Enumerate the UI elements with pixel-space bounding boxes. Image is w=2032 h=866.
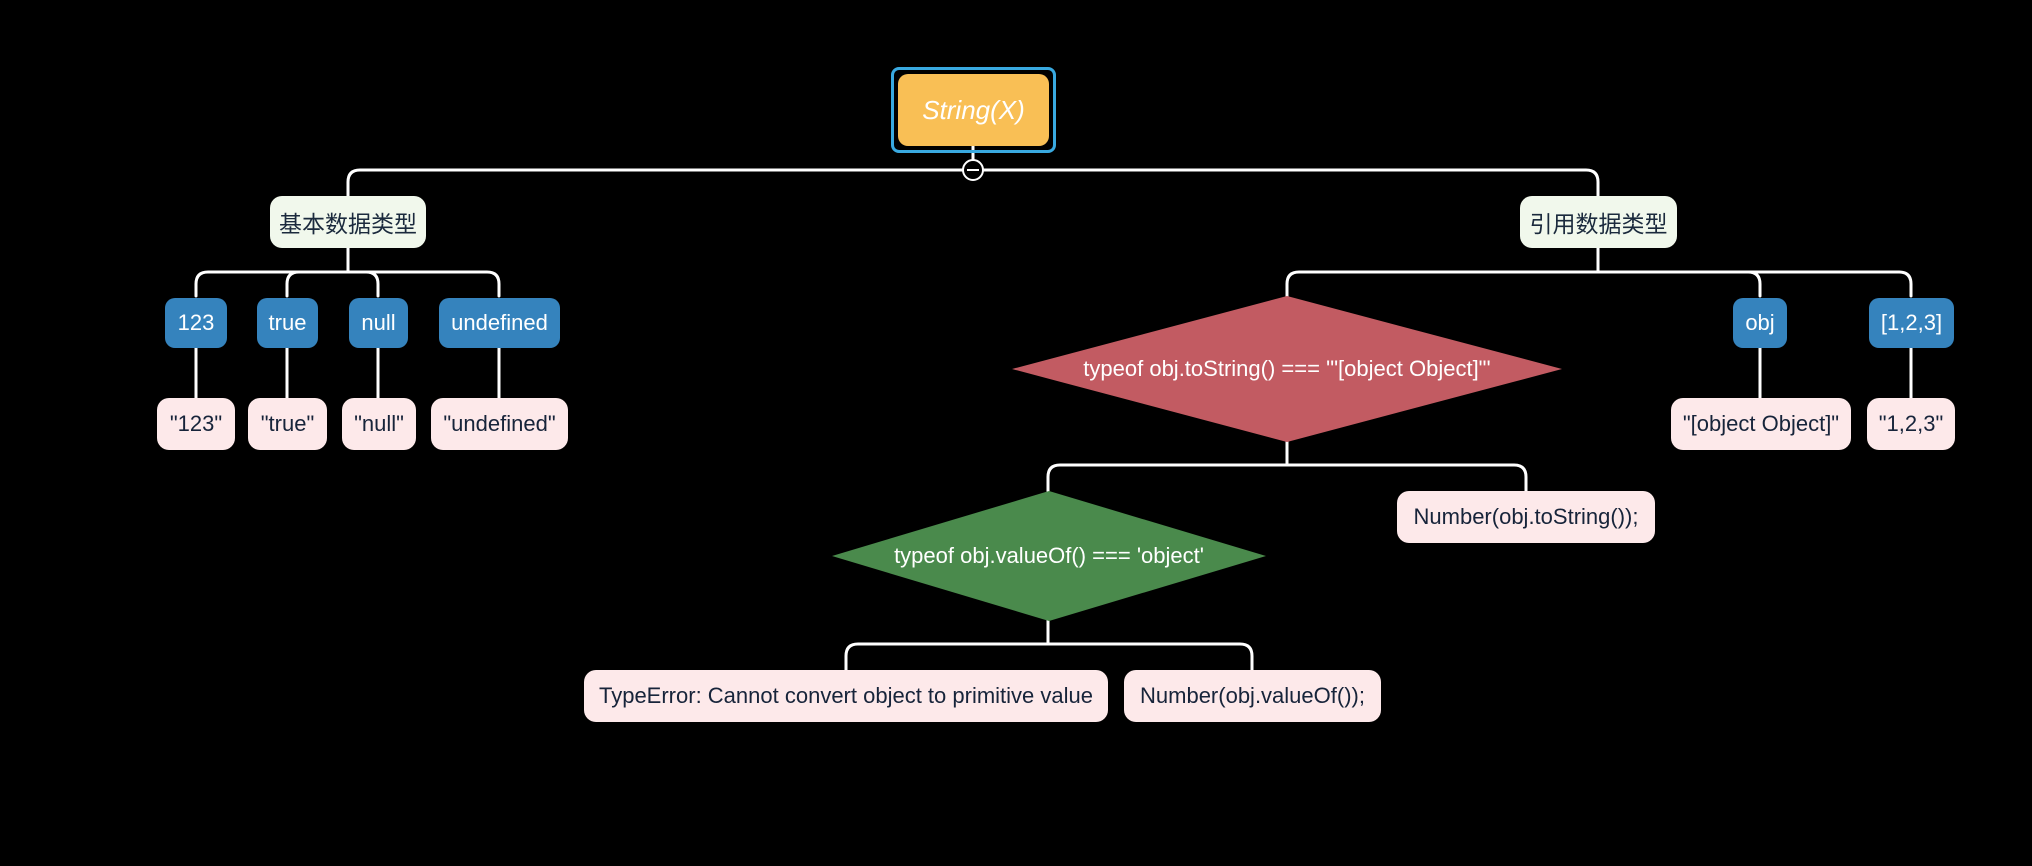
result-node-object-object[interactable]: "[object Object]" bbox=[1671, 398, 1851, 450]
decision-valueof-shape bbox=[832, 491, 1266, 621]
root-selection-frame bbox=[891, 67, 1056, 153]
value-node-array[interactable]: [1,2,3] bbox=[1869, 298, 1954, 348]
collapse-toggle-icon[interactable] bbox=[962, 159, 984, 181]
decision-tostring-label: typeof obj.toString() === '"[object Obje… bbox=[1083, 356, 1491, 381]
category-primitive-label: 基本数据类型 bbox=[279, 212, 417, 238]
value-label: [1,2,3] bbox=[1880, 310, 1943, 335]
value-label: null bbox=[361, 310, 396, 335]
root-node[interactable]: String(X) bbox=[898, 74, 1049, 146]
value-node-null[interactable]: null bbox=[349, 298, 408, 348]
result-node-number-valueof[interactable]: Number(obj.valueOf()); bbox=[1124, 670, 1381, 722]
result-node-123[interactable]: "123" bbox=[157, 398, 235, 450]
decision-valueof[interactable]: typeof obj.valueOf() === 'object' bbox=[832, 491, 1266, 621]
result-label: "123" bbox=[169, 411, 223, 436]
result-label: "1,2,3" bbox=[1878, 411, 1944, 436]
result-label: "true" bbox=[260, 411, 315, 436]
category-primitive[interactable]: 基本数据类型 bbox=[270, 196, 426, 248]
value-node-123[interactable]: 123 bbox=[165, 298, 227, 348]
result-node-array[interactable]: "1,2,3" bbox=[1867, 398, 1955, 450]
category-reference-label: 引用数据类型 bbox=[1529, 212, 1668, 238]
value-label: undefined bbox=[451, 310, 548, 335]
value-label: 123 bbox=[177, 310, 215, 335]
value-node-obj[interactable]: obj bbox=[1733, 298, 1787, 348]
root-label: String(X) bbox=[922, 94, 1025, 125]
decision-tostring-shape bbox=[1012, 296, 1562, 442]
result-node-undefined[interactable]: "undefined" bbox=[431, 398, 568, 450]
result-label: "[object Object]" bbox=[1682, 411, 1840, 436]
result-node-typeerror[interactable]: TypeError: Cannot convert object to prim… bbox=[584, 670, 1108, 722]
value-label: true bbox=[268, 310, 307, 335]
result-node-number-tostring[interactable]: Number(obj.toString()); bbox=[1397, 491, 1655, 543]
result-label: "undefined" bbox=[443, 411, 556, 436]
result-label: Number(obj.valueOf()); bbox=[1140, 683, 1365, 708]
value-label: obj bbox=[1745, 310, 1775, 335]
result-label: "null" bbox=[354, 411, 404, 436]
decision-valueof-label: typeof obj.valueOf() === 'object' bbox=[894, 543, 1204, 568]
decision-tostring[interactable]: typeof obj.toString() === '"[object Obje… bbox=[1012, 296, 1562, 442]
result-node-null[interactable]: "null" bbox=[342, 398, 416, 450]
value-node-true[interactable]: true bbox=[257, 298, 318, 348]
category-reference[interactable]: 引用数据类型 bbox=[1520, 196, 1677, 248]
result-label: TypeError: Cannot convert object to prim… bbox=[598, 683, 1093, 708]
result-label: Number(obj.toString()); bbox=[1413, 504, 1639, 529]
value-node-undefined[interactable]: undefined bbox=[439, 298, 560, 348]
result-node-true[interactable]: "true" bbox=[248, 398, 327, 450]
